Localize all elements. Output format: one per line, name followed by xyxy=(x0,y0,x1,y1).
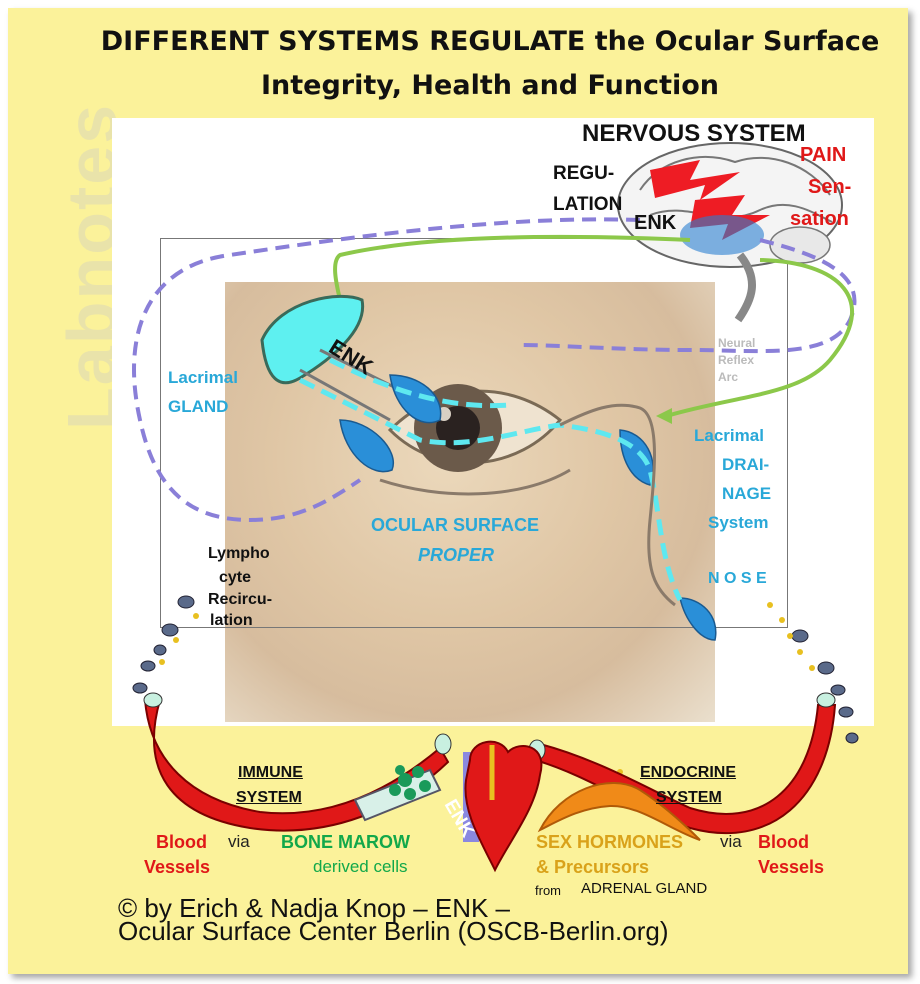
nerve-pathway-lines xyxy=(132,217,857,523)
blood-vessels-right-label-1: Blood xyxy=(758,832,809,852)
sex-hormones-label-2: & Precursors xyxy=(536,857,650,877)
brain-enk-spot xyxy=(680,215,764,255)
bone-marrow-label-1: BONE MAROW xyxy=(281,832,410,852)
tear-drop-4 xyxy=(679,597,717,641)
blood-vessels-left-label-2: Vessels xyxy=(144,857,211,877)
nose-label: N O S E xyxy=(708,570,767,587)
enk-brain-label: ENK xyxy=(634,212,677,234)
adrenal-gland-icon xyxy=(537,782,701,841)
lymphocyte-clusters xyxy=(132,595,859,744)
title-line-2: Integrity, Health and Function xyxy=(260,70,719,101)
ocular-surface-label-2: PROPER xyxy=(418,545,495,565)
tear-flow-path xyxy=(298,357,683,602)
neural-reflex-label-1: Neural xyxy=(718,336,756,350)
green-arrowhead-2 xyxy=(656,408,672,424)
lacrimal-gland-label-1: Lacrimal xyxy=(168,368,238,387)
adrenal-gland-label: ADRENAL GLAND xyxy=(581,880,708,897)
drainage-label-2: DRAI- xyxy=(722,455,770,474)
drainage-label-1: Lacrimal xyxy=(694,426,764,445)
pain-label-3: sation xyxy=(790,208,849,230)
lympho-label-3: Recircu- xyxy=(208,591,273,608)
bone-marrow-icon xyxy=(353,765,442,822)
lacrimal-gland-label-2: GLAND xyxy=(168,397,229,416)
tear-drop-3 xyxy=(619,429,654,486)
nervous-system-label: NERVOUS SYSTEM xyxy=(582,120,806,147)
lympho-label-4: lation xyxy=(210,612,253,629)
blood-vessels-right-label-2: Vessels xyxy=(758,857,825,877)
drainage-label-3: NAGE xyxy=(722,484,772,503)
lympho-label-1: Lympho xyxy=(208,545,270,562)
neural-reflex-label-3: Arc xyxy=(718,370,739,384)
pain-label-2: Sen- xyxy=(808,176,852,198)
immune-system-label-2: SYSTEM xyxy=(236,789,302,806)
pain-label-1: PAIN xyxy=(800,144,847,166)
lympho-label-2: cyte xyxy=(219,569,252,586)
tear-drop-1 xyxy=(389,374,442,424)
copyright-line-2: Ocular Surface Center Berlin (OSCB-Berli… xyxy=(118,916,669,946)
immune-system-label-1: IMMUNE xyxy=(238,764,303,781)
endocrine-system-label-1: ENDOCRINE xyxy=(640,764,737,781)
page-title: DIFFERENT SYSTEMS REGULATE the Ocular Su… xyxy=(80,20,900,108)
endocrine-system-label-2: SYSTEM xyxy=(656,789,722,806)
sex-hormones-label-1: SEX HORMONES xyxy=(536,832,684,852)
via-right-label: via xyxy=(720,832,742,851)
title-line-1: DIFFERENT SYSTEMS REGULATE the Ocular Su… xyxy=(100,26,880,57)
bone-marrow-label-2: derived cells xyxy=(313,857,408,876)
neural-reflex-label-2: Reflex xyxy=(718,353,755,367)
heart-icon xyxy=(463,740,543,873)
via-left-label: via xyxy=(228,832,250,851)
blood-vessels-left-label-1: Blood xyxy=(156,832,207,852)
tear-drop-2 xyxy=(339,419,395,473)
lacrimal-gland-icon xyxy=(260,294,365,385)
copyright-line-1: © by Erich & Nadja Knop – ENK – xyxy=(118,893,511,923)
green-reflex-arrows xyxy=(333,234,854,417)
drainage-label-4: System xyxy=(708,513,769,532)
ocular-surface-label-1: OCULAR SURFACE xyxy=(371,515,540,535)
enk-nose-label: ENK xyxy=(712,679,732,718)
adrenal-from-label: from xyxy=(535,883,561,898)
regulation-label-1: REGU- xyxy=(553,163,615,184)
regulation-label-2: LATION xyxy=(553,194,623,215)
